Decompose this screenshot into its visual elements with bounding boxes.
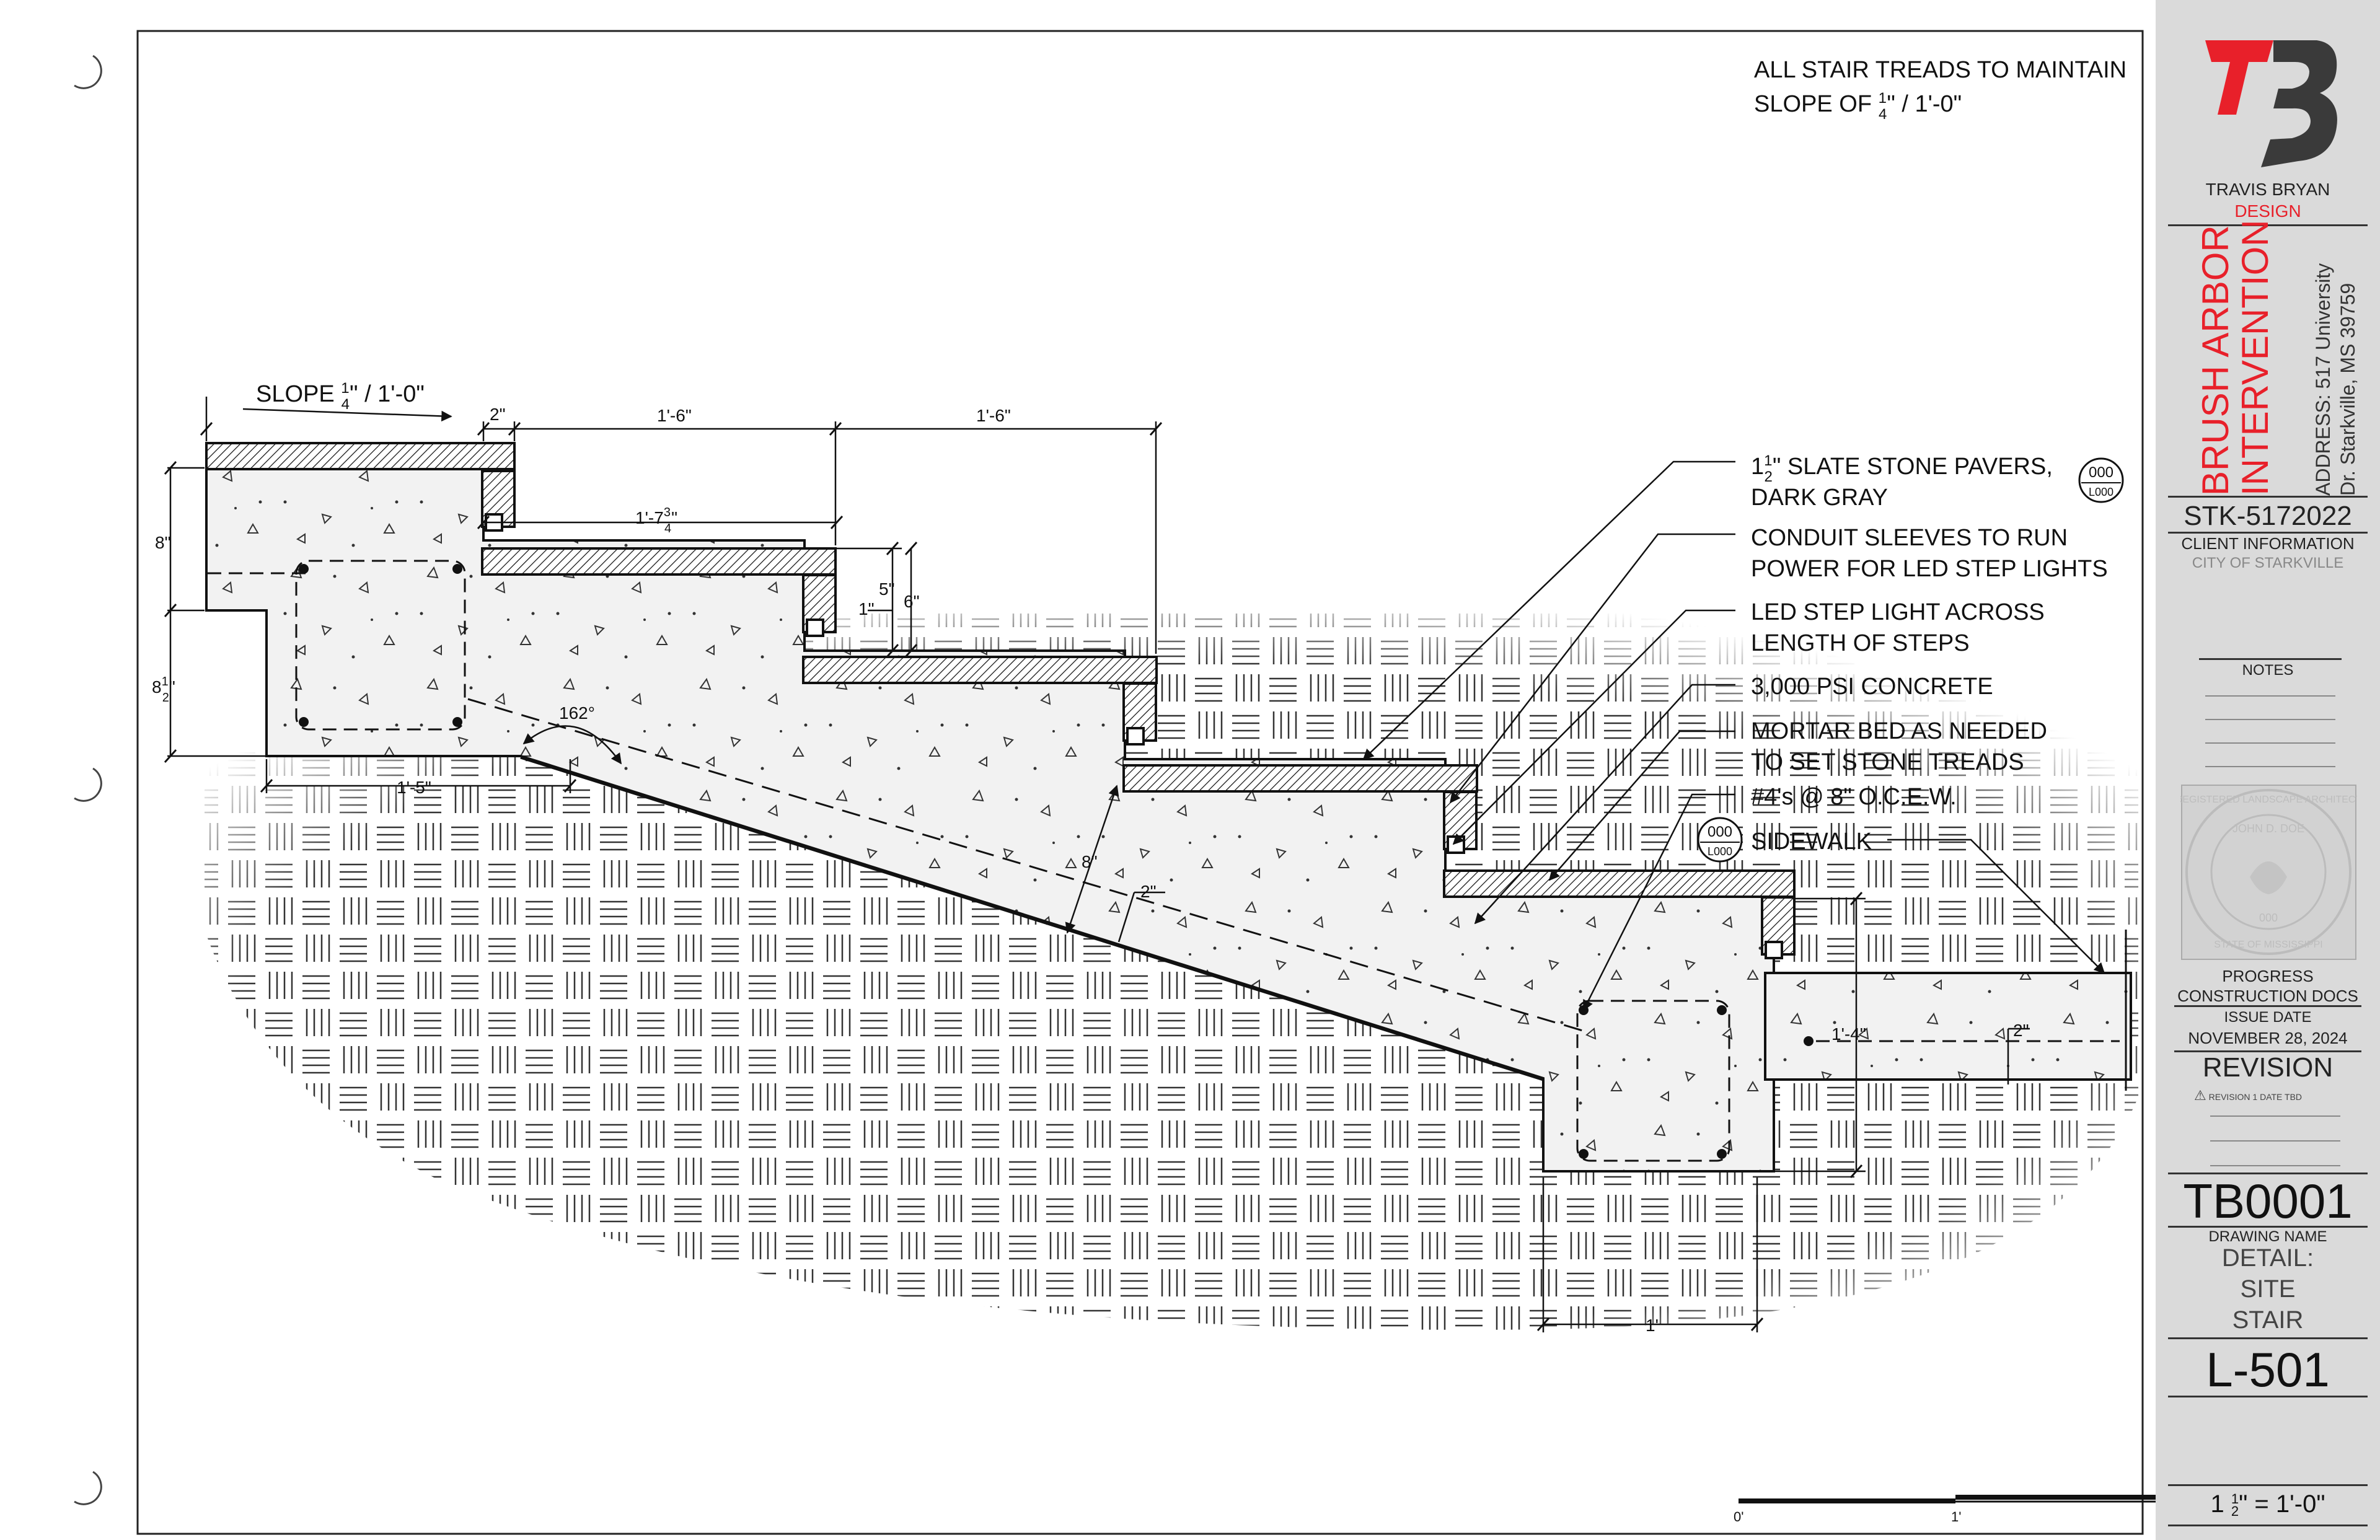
- stone-treads: [205, 442, 516, 558]
- callout-sidewalk: SIDEWALK: [1751, 829, 1872, 855]
- dim-162: 162°: [559, 703, 595, 723]
- dim-1in: 1": [858, 599, 875, 618]
- callout-rebar: #4's @ 8" O.C.E.W.: [1751, 784, 1957, 810]
- seal-top: REGISTERED LANDSCAPE ARCHITECT: [2180, 794, 2357, 805]
- revision-1-text: REVISION 1 DATE TBD: [2208, 1092, 2303, 1102]
- callout-led-line2: LENGTH OF STEPS: [1751, 630, 1970, 656]
- client-name: CITY OF STARKVILLE: [2192, 555, 2344, 571]
- dim-2in-walk: 2": [2013, 1021, 2029, 1040]
- issue-date-label: ISSUE DATE: [2224, 1009, 2312, 1026]
- callout-leaders: [1362, 460, 2105, 1011]
- tag-sidewalk-bottom: L000: [1708, 845, 1732, 858]
- callout-mortar-line2: TO SET STONE TREADS: [1751, 749, 2024, 775]
- address-line1: ADDRESS: 517 University: [2312, 263, 2334, 496]
- warning-icon: ⚠: [2194, 1088, 2206, 1103]
- dim-1-4: 1'-4": [1831, 1024, 1866, 1044]
- dim-5in: 5": [879, 579, 895, 599]
- project-name-line2: INTERVENTION: [2234, 219, 2276, 496]
- dim-6in: 6": [904, 592, 920, 611]
- tag-pavers-bottom: L000: [2089, 486, 2113, 498]
- project-number: STK-5172022: [2184, 501, 2352, 531]
- issue-date: NOVEMBER 28, 2024: [2188, 1029, 2348, 1047]
- dim-1ft: 1': [1646, 1316, 1659, 1335]
- title-block: TRAVIS BRYAN DESIGN BRUSH ARBOR INTERVEN…: [2156, 0, 2380, 1540]
- dim-1-6-a: 1'-6": [657, 406, 692, 425]
- callout-mortar-line1: MORTAR BED AS NEEDED: [1751, 718, 2047, 744]
- firm-sub: DESIGN: [2234, 201, 2301, 221]
- client-label: CLIENT INFORMATION: [2181, 534, 2355, 553]
- scale-label-0: 0': [1734, 1509, 1743, 1525]
- tag-pavers-top: 000: [2089, 464, 2113, 481]
- callout-conduit-line1: CONDUIT SLEEVES TO RUN: [1751, 525, 2068, 551]
- address-line2: Dr. Starkville, MS 39759: [2337, 283, 2359, 496]
- tag-sidewalk-top: 000: [1708, 824, 1732, 840]
- project-name: BRUSH ARBOR INTERVENTION: [2195, 219, 2276, 496]
- reference-tag-pavers: 000 L000: [2078, 457, 2124, 503]
- callout-led-line1: LED STEP LIGHT ACROSS: [1751, 599, 2045, 625]
- progress-line1: PROGRESS: [2222, 967, 2314, 985]
- dim-2in-top: 2": [490, 405, 506, 424]
- drawing-name-2: SITE: [2240, 1275, 2296, 1303]
- sheet-number: L-501: [2206, 1342, 2330, 1397]
- drawing-number: TB0001: [2183, 1174, 2353, 1228]
- firm-logo: [2205, 40, 2337, 167]
- callout-pavers-line2: DARK GRAY: [1751, 485, 1888, 511]
- sheet-border: [136, 30, 2144, 1535]
- scale-label-1: 1': [1951, 1509, 1961, 1525]
- drawing-name-label: DRAWING NAME: [2208, 1228, 2327, 1245]
- dim-8in-slab: 8": [1082, 852, 1098, 871]
- revision-1: ⚠ REVISION 1 DATE TBD: [2194, 1088, 2349, 1104]
- progress-line2: CONSTRUCTION DOCS: [2177, 987, 2358, 1005]
- scale-bar: 0' 1' 2': [1734, 1495, 2170, 1525]
- note-line-1: ALL STAIR TREADS TO MAINTAIN: [1754, 57, 2127, 83]
- drawing-name-3: STAIR: [2232, 1306, 2304, 1334]
- sidewalk-slab: [1764, 930, 2132, 1091]
- reference-tag-sidewalk: 000 L000: [1697, 817, 1743, 863]
- callout-concrete: 3,000 PSI CONCRETE: [1751, 674, 1993, 700]
- binder-marks: [74, 55, 102, 1505]
- drawing-name-1: DETAIL:: [2221, 1244, 2314, 1272]
- dim-8in-left: 8": [155, 533, 171, 552]
- seal-name: JOHN D. DOE: [2232, 822, 2304, 835]
- callout-conduit-line2: POWER FOR LED STEP LIGHTS: [1751, 556, 2108, 582]
- professional-seal: JOHN D. DOE 000 REGISTERED LANDSCAPE ARC…: [2180, 785, 2357, 960]
- seal-number: 000: [2259, 912, 2278, 924]
- dim-1-6-b: 1'-6": [976, 406, 1011, 425]
- stone-treads-2: [481, 513, 1796, 959]
- dim-1-5: 1'-5": [397, 778, 431, 797]
- seal-bottom: STATE OF MISSISSIPPI: [2214, 939, 2322, 950]
- firm-name: TRAVIS BRYAN: [2205, 180, 2330, 199]
- dimension-lines: [164, 397, 2030, 1332]
- project-address: ADDRESS: 517 University Dr. Starkville, …: [2311, 223, 2360, 496]
- notes-label: NOTES: [2242, 662, 2294, 679]
- project-name-line1: BRUSH ARBOR: [2195, 225, 2236, 496]
- revision-label: REVISION: [2202, 1052, 2334, 1083]
- dim-2in-slab: 2": [1140, 882, 1157, 901]
